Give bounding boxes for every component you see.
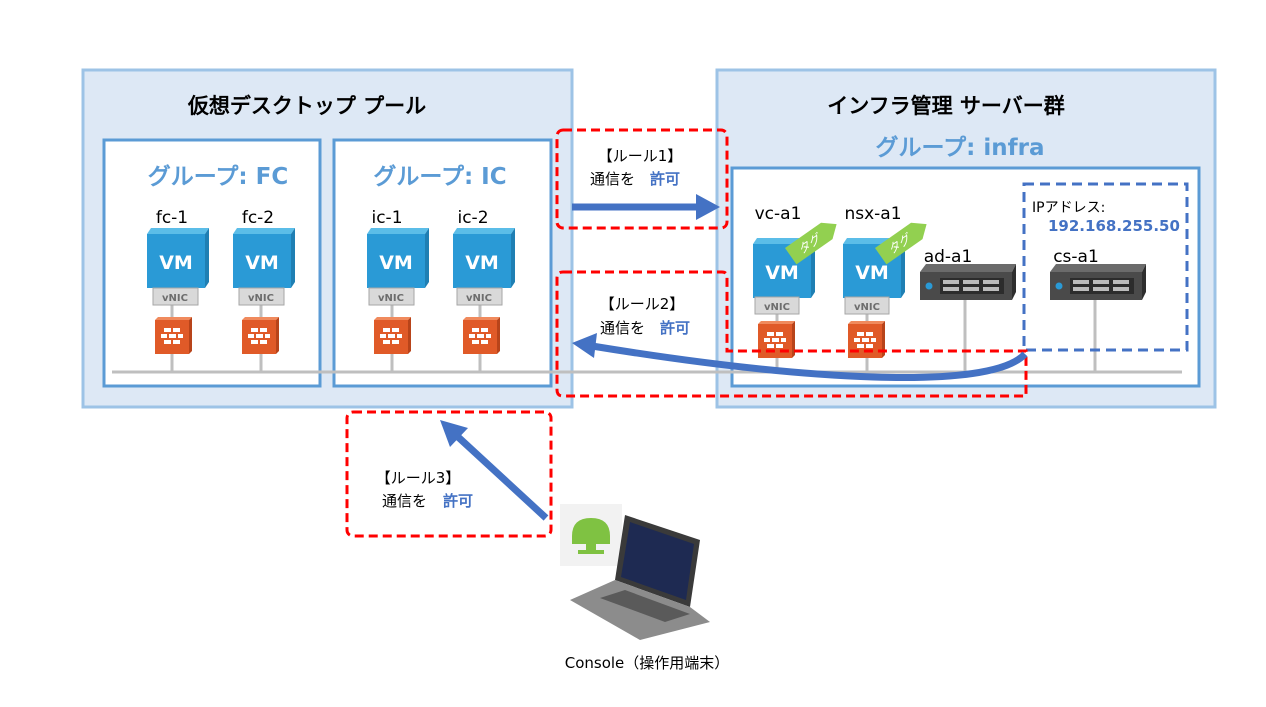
svg-text:vNIC: vNIC [248,293,274,304]
svg-text:vc-a1: vc-a1 [755,204,802,224]
server-cs-a1: cs-a1 [1050,247,1146,372]
rule-1-title: 【ルール1】 [598,147,683,165]
console-laptop [560,504,710,640]
svg-text:vNIC: vNIC [466,293,492,304]
svg-text:vNIC: vNIC [378,293,404,304]
server-ad-a1: ad-a1 [920,247,1016,372]
svg-text:VM: VM [855,262,889,284]
vm-ic-1: ic-1 VM vNIC [367,208,429,372]
firewall-icon [155,317,192,354]
tag-icon: タグ [785,222,837,265]
svg-text:VM: VM [765,262,799,284]
group-infra-label: グループ: infra [876,134,1045,161]
server-icon [1050,264,1146,300]
firewall-icon [758,321,795,358]
svg-text:ic-2: ic-2 [457,208,488,228]
rule-3-action: 許可 [443,492,473,510]
group-ic-label: グループ: IC [373,163,506,190]
ip-label: IPアドレス: [1032,200,1105,216]
svg-text:cs-a1: cs-a1 [1053,247,1099,267]
svg-text:vNIC: vNIC [162,293,188,304]
rule-2-arrow [591,342,1028,381]
firewall-icon [463,317,500,354]
firewall-icon [374,317,411,354]
vm-fc-1: fc-1 VM vNIC [147,208,209,372]
ip-value: 192.168.255.50 [1048,217,1180,235]
rule-1-action: 許可 [650,170,680,188]
firewall-icon [242,317,279,354]
svg-text:ic-1: ic-1 [371,208,402,228]
svg-text:fc-2: fc-2 [242,208,274,228]
svg-text:vNIC: vNIC [764,302,790,313]
rule-1-text: 通信を [590,170,635,188]
svg-text:VM: VM [465,252,499,274]
rule-3-arrow [454,433,549,521]
group-fc-label: グループ: FC [148,163,288,190]
svg-text:VM: VM [245,252,279,274]
svg-text:VM: VM [379,252,413,274]
vm-ic-2: ic-2 VM vNIC [453,208,515,372]
rule-3-title: 【ルール3】 [376,469,461,487]
vm-fc-2: fc-2 VM vNIC [233,208,295,372]
server-icon [920,264,1016,300]
rule-2-box [555,270,1028,398]
svg-text:fc-1: fc-1 [156,208,188,228]
rule-2-action: 許可 [660,319,690,337]
pool-title: 仮想デスクトップ プール [187,94,426,118]
rule-2-title: 【ルール2】 [600,295,685,313]
rule-1-box [555,128,729,230]
svg-text:VM: VM [159,252,193,274]
svg-text:ad-a1: ad-a1 [924,247,973,267]
infra-pool-title: インフラ管理 サーバー群 [827,94,1064,118]
rule-3-box [345,410,553,538]
cs-a1-ip-box [1022,182,1189,352]
console-label: Console（操作用端末） [565,654,730,672]
rule-3-text: 通信を [382,492,427,510]
vm-vc-a1: vc-a1 VM タグ vNIC [753,204,837,372]
svg-text:vNIC: vNIC [854,302,880,313]
svg-text:nsx-a1: nsx-a1 [844,204,901,224]
rule-2-text: 通信を [600,319,645,337]
vm-nsx-a1: nsx-a1 VM タグ vNIC [843,204,927,372]
